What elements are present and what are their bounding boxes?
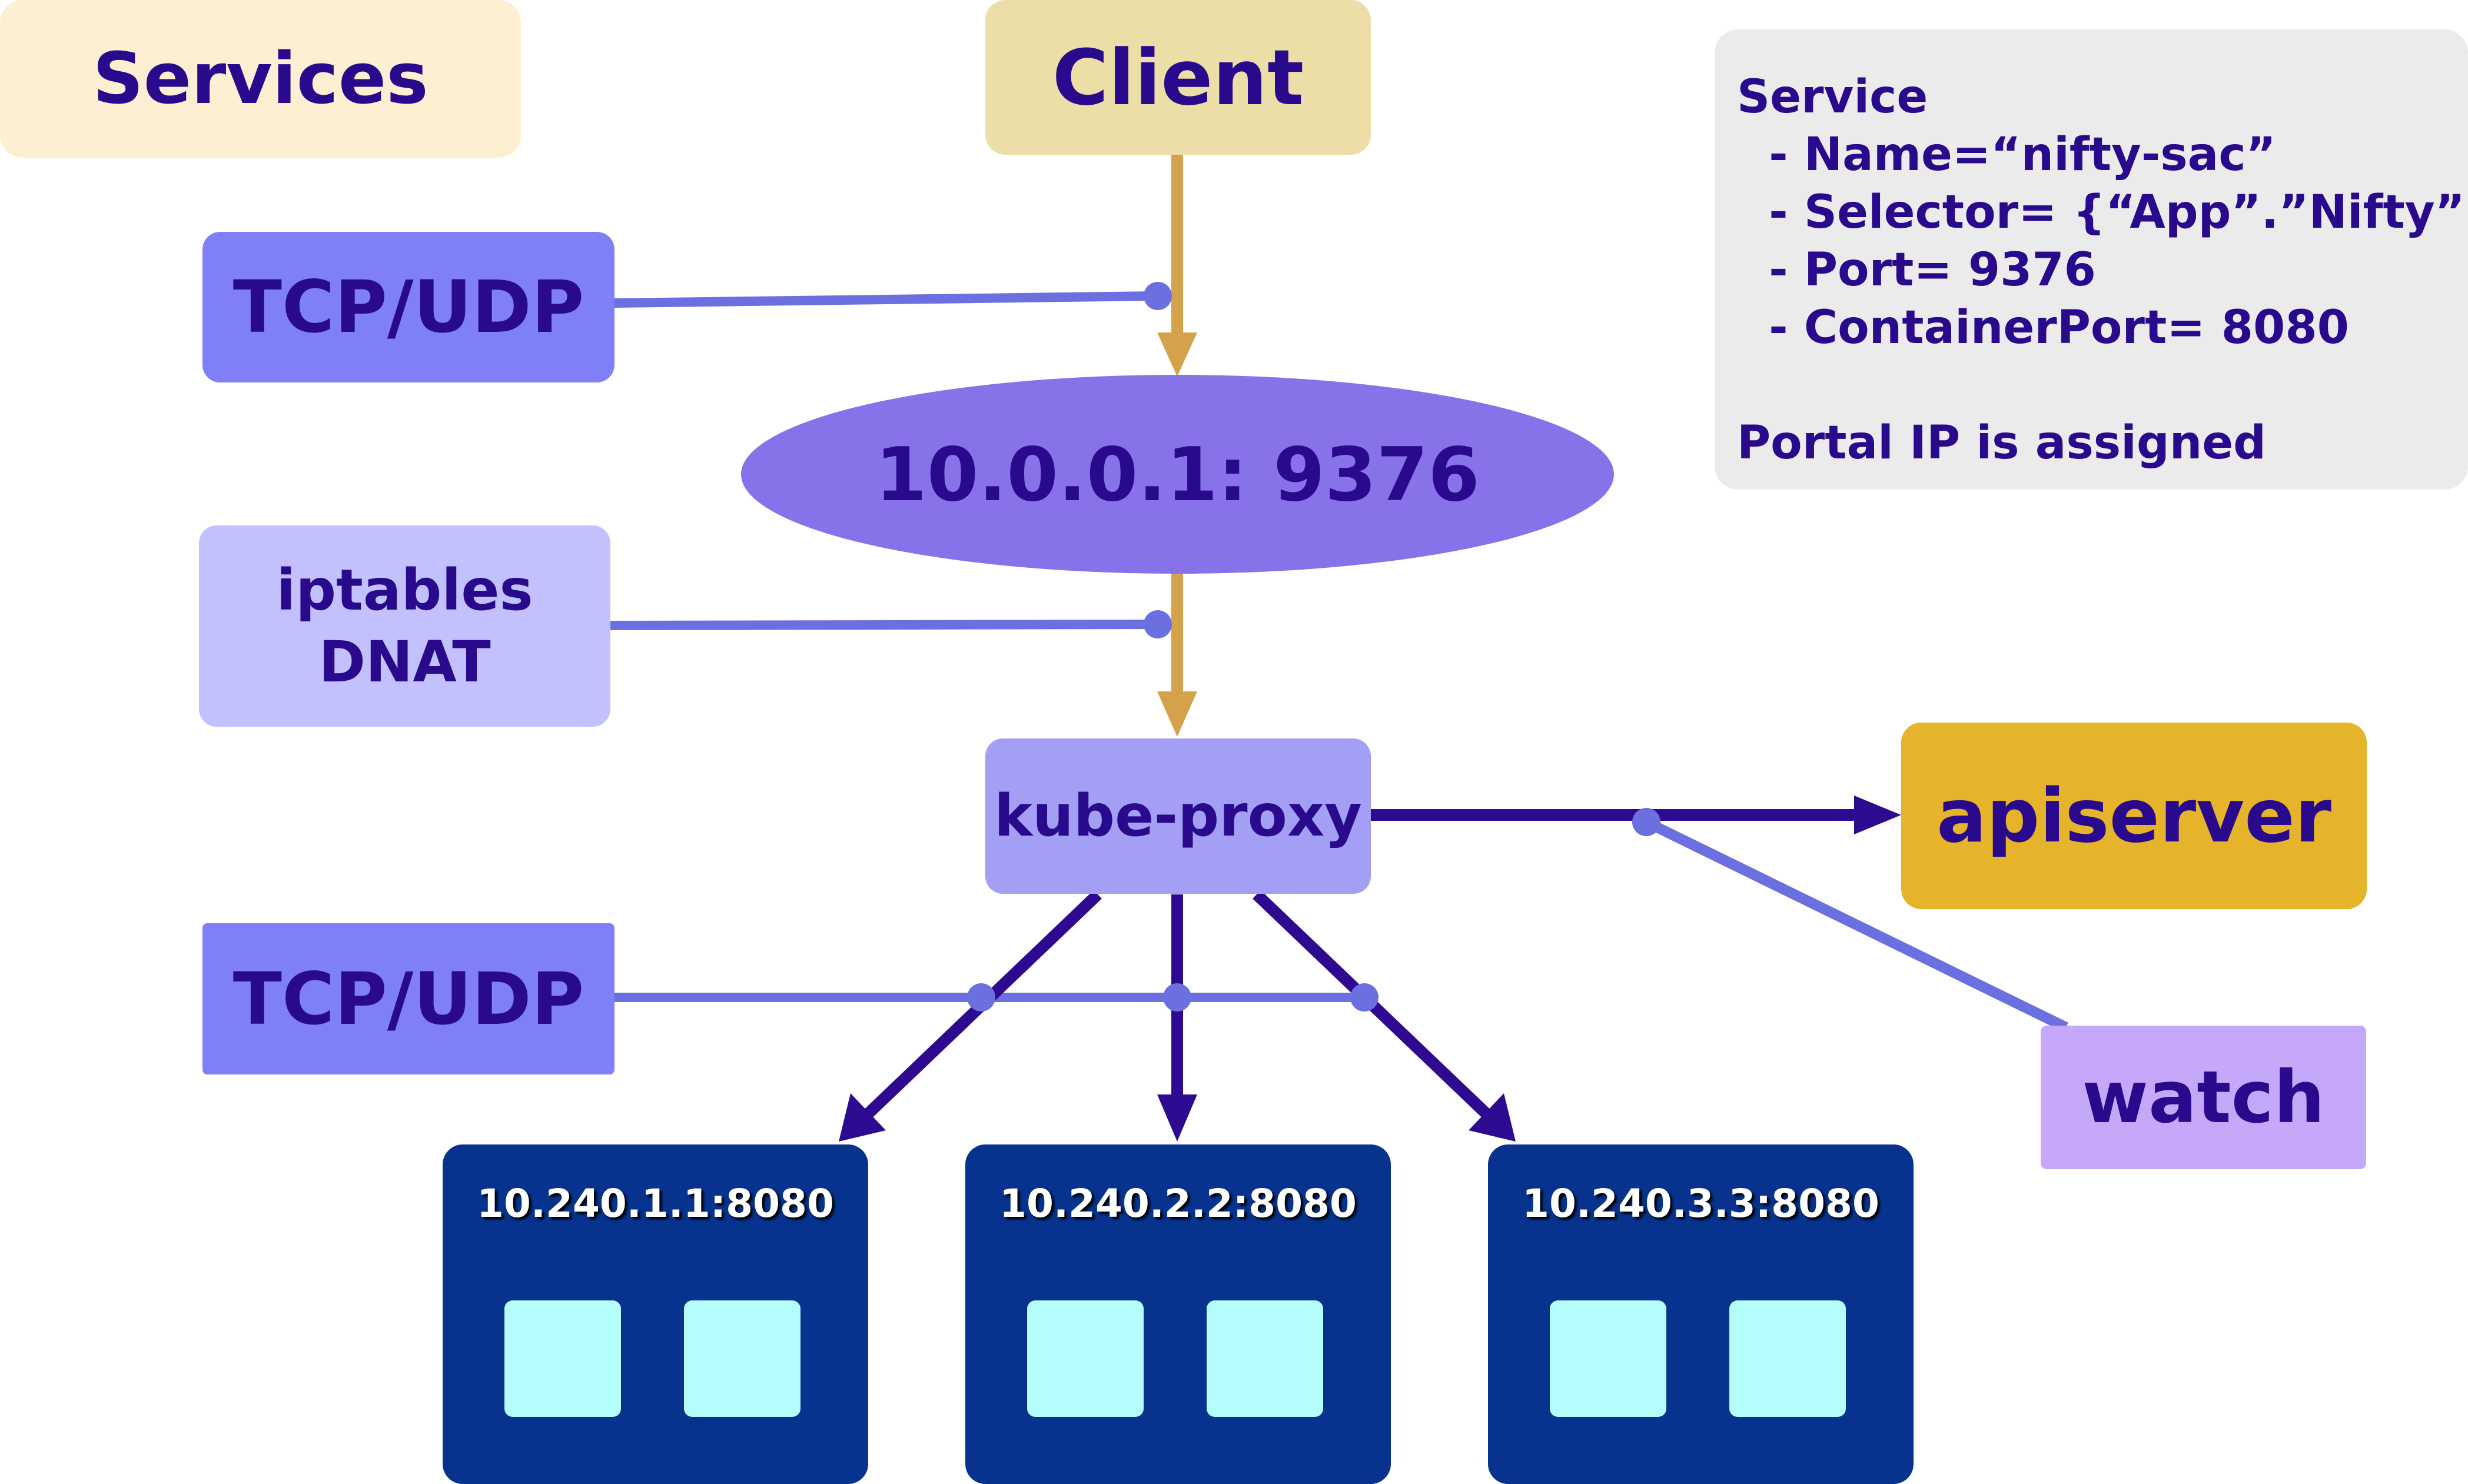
kube-proxy-label: kube-proxy (994, 783, 1363, 850)
tcp-udp-top-node: TCP/UDP (202, 232, 614, 382)
iptables-connector-dot (1144, 610, 1172, 638)
pod-address: 10.240.1.1:8080 (477, 1181, 834, 1226)
container-block (1207, 1300, 1323, 1417)
iptables-dnat-node: iptables DNAT (199, 525, 610, 727)
tcp-bottom-dot-2 (1163, 983, 1191, 1011)
services-label: Services (92, 38, 429, 120)
iptables-label: iptables (276, 557, 533, 623)
service-info-line: - ContainerPort= 8080 (1737, 301, 2349, 354)
service-info-line: - Port= 9376 (1737, 244, 2096, 297)
pod-3: 10.240.3.3:8080 (1488, 1144, 1914, 1484)
service-info-line: - Name=“nifty-sac” (1737, 128, 2276, 181)
tcp-udp-bottom-label: TCP/UDP (232, 957, 584, 1041)
pod-address: 10.240.3.3:8080 (1522, 1181, 1879, 1226)
portal-to-proxy-arrowhead (1157, 691, 1197, 737)
client-node: Client (985, 0, 1371, 155)
iptables-connector (610, 620, 1157, 630)
watch-node: watch (2041, 1026, 2366, 1169)
container-block (504, 1300, 621, 1417)
tcp-udp-bottom-node: TCP/UDP (202, 923, 614, 1074)
proxy-to-pod1-arrowhead (839, 1093, 886, 1142)
proxy-to-pod3-arrowhead (1469, 1093, 1516, 1142)
client-label: Client (1052, 32, 1304, 122)
proxy-to-pod3-arrow (1253, 890, 1498, 1126)
tcp-bottom-dot-1 (967, 983, 995, 1011)
service-info-line: Portal IP is assigned (1737, 417, 2267, 470)
service-info-panel: Service - Name=“nifty-sac” - Selector= {… (1715, 29, 2468, 490)
container-block (684, 1300, 800, 1417)
watch-label: watch (2082, 1056, 2325, 1139)
service-info-line: Service (1737, 71, 1928, 124)
watch-connector (1644, 817, 2068, 1033)
kube-proxy-node: kube-proxy (985, 738, 1371, 894)
tcp-udp-top-label: TCP/UDP (232, 265, 584, 349)
tcp-top-connector (614, 291, 1157, 308)
apiserver-node: apiserver (1901, 723, 2367, 909)
apiserver-label: apiserver (1936, 773, 2331, 859)
portal-ip-label: 10.0.0.1: 9376 (875, 431, 1480, 518)
tcp-top-connector-dot (1144, 282, 1172, 310)
container-block (1729, 1300, 1846, 1417)
watch-connector-dot (1632, 808, 1660, 836)
tcp-bottom-dot-3 (1350, 983, 1379, 1011)
client-to-portal-arrowhead (1157, 332, 1197, 377)
proxy-to-pod2-arrowhead (1157, 1094, 1197, 1142)
pod-2: 10.240.2.2:8080 (965, 1144, 1391, 1484)
pod-address: 10.240.2.2:8080 (999, 1181, 1357, 1226)
services-title: Services (0, 0, 521, 158)
pod-1: 10.240.1.1:8080 (443, 1144, 868, 1484)
container-block (1550, 1300, 1666, 1417)
proxy-to-apiserver-arrowhead (1854, 796, 1901, 834)
portal-ip-node: 10.0.0.1: 9376 (741, 375, 1614, 574)
container-block (1027, 1300, 1144, 1417)
dnat-label: DNAT (318, 629, 491, 695)
service-info-line: - Selector= {“App”.”Nifty”} (1737, 186, 2468, 239)
service-info-spacer (1737, 357, 2468, 414)
